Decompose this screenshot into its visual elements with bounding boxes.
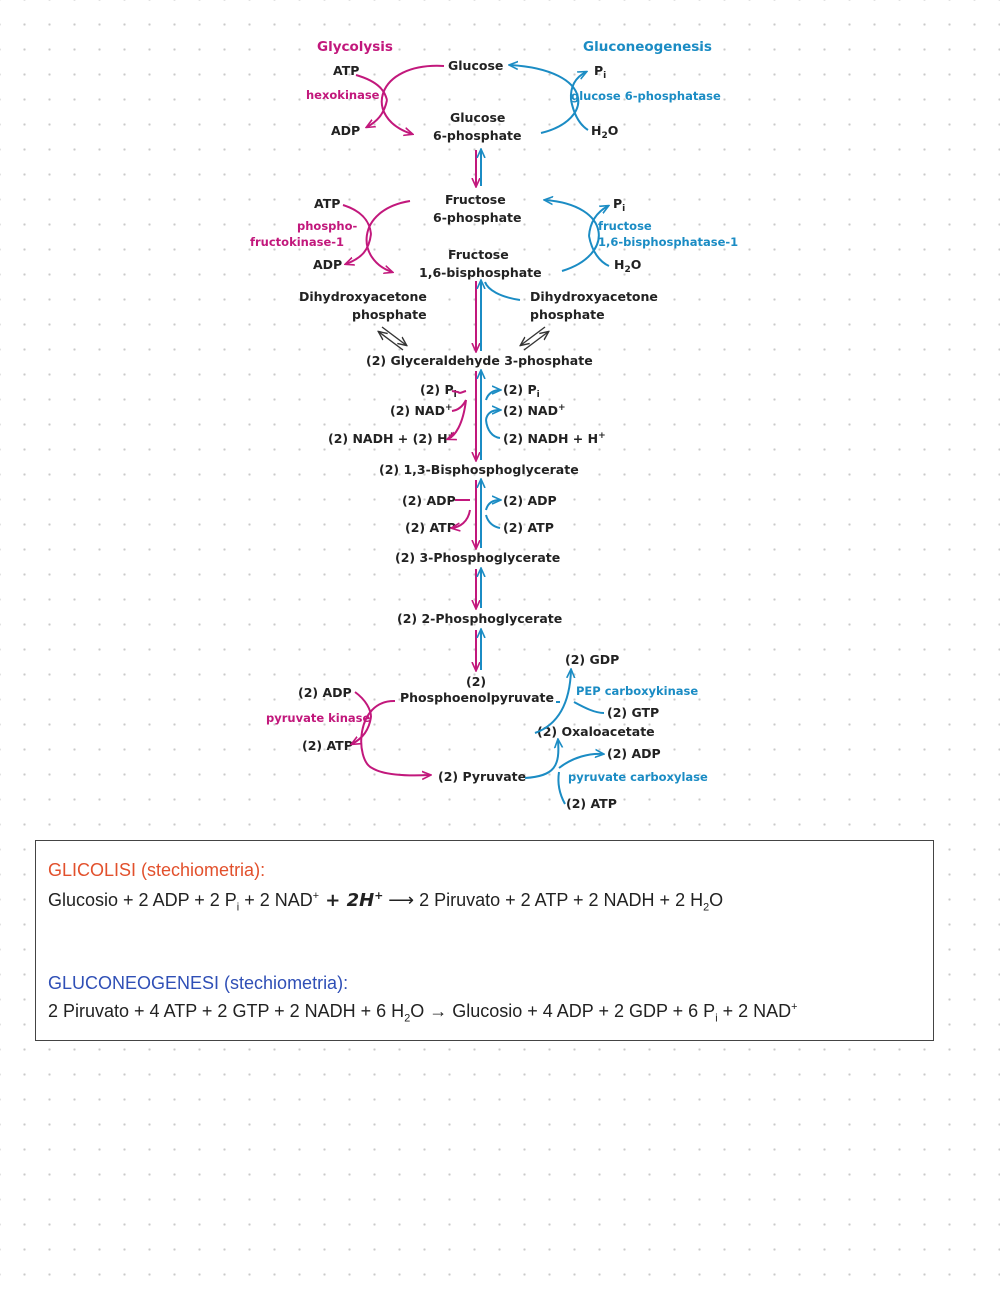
atp-label: (2) ATP — [503, 520, 554, 535]
gluconeogenesis-equation: 2 Piruvato + 4 ATP + 2 GTP + 2 NADH + 6 … — [48, 1001, 798, 1025]
h2o-label: H2O — [614, 257, 641, 275]
fbp-label-line1: Fructose — [448, 247, 509, 262]
pfk1-label-line2: fructokinase-1 — [250, 235, 344, 249]
atp-label: (2) ATP — [566, 796, 617, 811]
gap-label: (2) Glyceraldehyde 3-phosphate — [366, 353, 593, 368]
central-arrows — [476, 150, 481, 670]
gdp-label: (2) GDP — [565, 652, 619, 667]
hexokinase-label: hexokinase — [306, 88, 380, 102]
f6p-label-line2: 6-phosphate — [433, 210, 522, 225]
dhap-left-line2: phosphate — [352, 307, 427, 322]
glucose-6-phosphatase-label: glucose 6-phosphatase — [571, 89, 721, 103]
glycolysis-header: Glycolysis — [317, 39, 393, 55]
adp-label: (2) ADP — [402, 493, 456, 508]
atp-label: (2) ATP — [302, 738, 353, 753]
nad-label: (2) NAD+ — [503, 403, 566, 418]
atp-label: ATP — [333, 63, 359, 78]
nad-label: (2) NAD+ — [390, 403, 453, 418]
pi-label: Pi — [613, 196, 625, 214]
gtp-label: (2) GTP — [607, 705, 659, 720]
adp-label: (2) ADP — [298, 685, 352, 700]
dhap-right-line1: Dihydroxyacetone — [530, 289, 658, 304]
pyruvate-label: (2) Pyruvate — [438, 769, 526, 784]
h2o-label: H2O — [591, 123, 618, 141]
adp-label: (2) ADP — [607, 746, 661, 761]
pathway-diagram: Glycolysis Gluconeogenesis Glucose Gluco… — [250, 39, 738, 811]
pfk1-label-line1: phospho- — [297, 219, 357, 233]
atp-label: ATP — [314, 196, 340, 211]
nadh-label: (2) NADH + (2) H+ — [328, 431, 455, 446]
dhap-right-line2: phosphate — [530, 307, 605, 322]
adp-label: ADP — [313, 257, 342, 272]
pyruvate-kinase-label: pyruvate kinase — [266, 711, 371, 725]
glycolysis-stoichiometry-title: GLICOLISI (stechiometria): — [48, 860, 266, 880]
pep-carboxykinase-label: PEP carboxykinase — [576, 684, 698, 698]
atp-label: (2) ATP — [405, 520, 456, 535]
gluconeogenesis-stoichiometry-title: GLUCONEOGENESI (stechiometria): — [48, 973, 349, 993]
dhap-equilibrium-arrows — [379, 326, 548, 351]
gluconeogenesis-header: Gluconeogenesis — [583, 39, 712, 55]
dhap-left-line1: Dihydroxyacetone — [299, 289, 427, 304]
bpg-label: (2) 1,3-Bisphosphoglycerate — [379, 462, 579, 477]
g6p-label-line2: 6-phosphate — [433, 128, 522, 143]
pi-label: Pi — [594, 63, 606, 81]
fbp-label-line2: 1,6-bisphosphate — [419, 265, 542, 280]
oaa-label: (2) Oxaloacetate — [537, 724, 655, 739]
gluconeogenesis-arrows — [484, 65, 609, 805]
glucose-label: Glucose — [448, 58, 503, 73]
glycolysis-equation: Glucosio + 2 ADP + 2 Pi + 2 NAD+ + 2H+ ⟶… — [48, 889, 724, 914]
pi-label: (2) Pi — [503, 382, 540, 400]
fbpase1-label-line1: fructose — [598, 219, 652, 233]
pep-label-line1: (2) — [466, 674, 486, 689]
adp-label: ADP — [331, 123, 360, 138]
pyruvate-carboxylase-label: pyruvate carboxylase — [568, 770, 708, 784]
pep-label-line2: Phosphoenolpyruvate — [400, 690, 554, 705]
pg2-label: (2) 2-Phosphoglycerate — [397, 611, 562, 626]
nadh-label: (2) NADH + H+ — [503, 431, 606, 446]
pg3-label: (2) 3-Phosphoglycerate — [395, 550, 560, 565]
stoichiometry-notes: GLICOLISI (stechiometria): Glucosio + 2 … — [35, 840, 934, 1041]
glycolysis-arrows — [342, 64, 471, 776]
f6p-label-line1: Fructose — [445, 192, 506, 207]
pi-label: (2) Pi — [420, 382, 457, 400]
adp-label: (2) ADP — [503, 493, 557, 508]
fbpase1-label-line2: 1,6-bisphosphatase-1 — [598, 235, 738, 249]
handwritten-annotation: + 2H+ — [319, 889, 384, 911]
g6p-label-line1: Glucose — [450, 110, 505, 125]
